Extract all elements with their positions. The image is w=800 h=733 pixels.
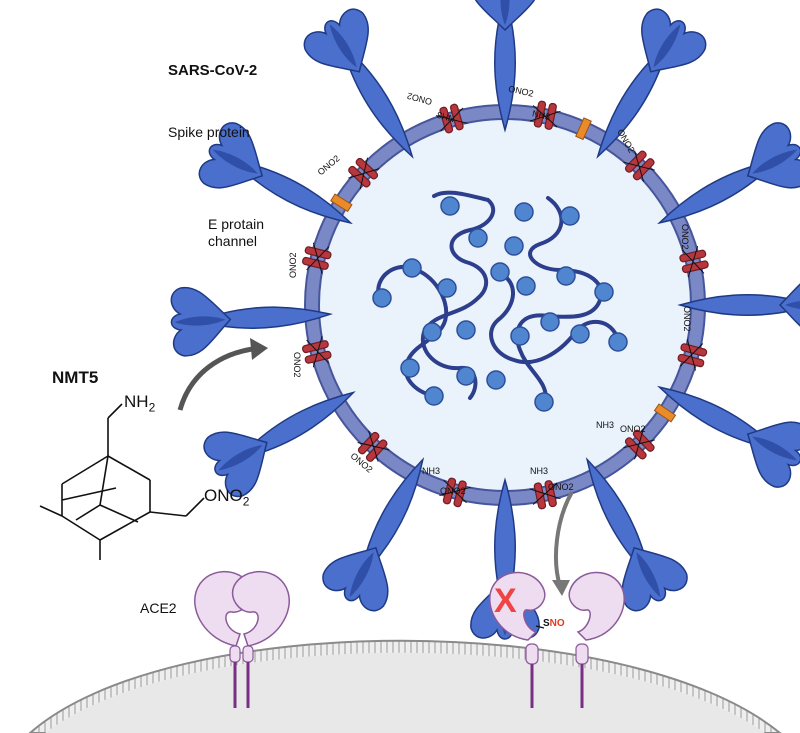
nucleocapsid-bead [514,202,534,222]
nucleocapsid-bead [570,324,590,344]
ace2-neck [575,643,589,665]
nitrate-group: ONO2 [204,486,249,508]
nucleocapsid-bead [468,228,488,248]
amine-subscript: 2 [148,400,156,415]
nitrate-text: ONO [204,486,243,505]
nucleocapsid-bead [608,332,628,352]
ace2-neck [242,645,254,663]
e-channel-modified [623,150,655,182]
ono2-label: ONO2 [440,486,466,496]
e-channel-open [330,193,353,213]
ace2-lobe [568,571,625,641]
nitrate-subscript: 2 [242,494,250,509]
e-channel-open [575,117,592,141]
e-channel-modified [679,245,709,278]
ono2-label: ONO2 [406,91,433,107]
drug-name: NMT5 [52,368,99,387]
nucleocapsid-bead [437,278,457,298]
ono2-label: ONO2 [292,352,302,378]
rna-strand [489,270,620,365]
nucleocapsid-bead [540,312,560,332]
e-protein-label-line1: E protain [208,216,265,232]
ace2-lobe [231,571,290,647]
nucleocapsid-bead [400,358,420,378]
spike-protein-label: Spike protein [168,124,250,140]
e-channel-modified [348,157,380,190]
nucleocapsid-bead [534,392,554,412]
nucleocapsid-bead [486,370,506,390]
block-mark: X [494,582,517,620]
ace2-receptor-left [194,571,290,708]
nucleocapsid-bead [424,386,444,406]
nucleocapsid-bead [440,196,460,216]
e-protein-label-line2: channel [208,233,258,249]
ace2-neck [229,645,241,663]
e-channel-modified [439,477,471,508]
e-channel-modified [677,339,708,371]
rna-beads [372,196,628,412]
sno-bond [535,625,545,629]
nucleocapsid-bead [516,276,536,296]
sno-group: SNO [543,618,565,629]
nucleocapsid-bead [560,206,580,226]
e-channel-modified [623,428,655,460]
cell-interior [45,652,765,733]
e-channel-modified [302,242,332,274]
ace2-receptor-right [568,571,625,708]
ono2-label: ONO2 [680,224,690,250]
transfer-arrow-head [552,580,570,596]
nucleocapsid-bead [402,258,422,278]
e-channel-modified [302,336,332,368]
nucleocapsid-bead [372,288,392,308]
sno-sulfur: S [543,618,550,629]
nh3-label: NH3 [422,466,440,476]
nh3-label: NH3 [531,108,551,122]
nh3-label: NH3 [436,110,456,124]
transfer-arrow [554,491,574,587]
nucleocapsid-bead [456,366,476,386]
nucleocapsid-bead [490,262,510,282]
nucleocapsid-bead [422,322,442,342]
nucleocapsid-bead [510,326,530,346]
ono2-label: ONO2 [682,306,692,332]
ono2-label: ONO2 [620,424,646,434]
e-channel-modified [529,100,561,130]
nh3-label: NH3 [530,466,548,476]
ono2-label: ONO2 [316,153,342,177]
nucleocapsid-bead [594,282,614,302]
nmt5-structure [39,403,205,560]
ace2-lobe [489,571,546,641]
e-channel-modified [529,480,561,510]
e-protein-open-channels [330,117,677,423]
binding-arrow [177,345,261,411]
e-channel-modified [436,103,468,134]
amine-group: NH2 [124,392,155,414]
ono2-label: ONO2 [288,252,298,278]
amine-text: NH [124,392,149,411]
sno-nitroso: NO [549,618,565,629]
rna-strand [420,190,496,400]
binding-arrow-head [250,338,268,360]
e-protein-channels [302,100,709,510]
virus-title: SARS-CoV-2 [168,62,258,79]
nh3-label: NH3 [596,420,614,430]
nucleocapsid-bead [504,236,524,256]
ono2-label: ONO2 [548,482,574,492]
e-channel-modified [357,430,390,462]
ace2-neck [525,643,539,665]
ace2-label: ACE2 [140,600,177,616]
nucleocapsid-bead [556,266,576,286]
ace2-receptor-blocked [489,571,546,708]
nucleocapsid-bead [456,320,476,340]
e-channel-open [653,403,677,423]
